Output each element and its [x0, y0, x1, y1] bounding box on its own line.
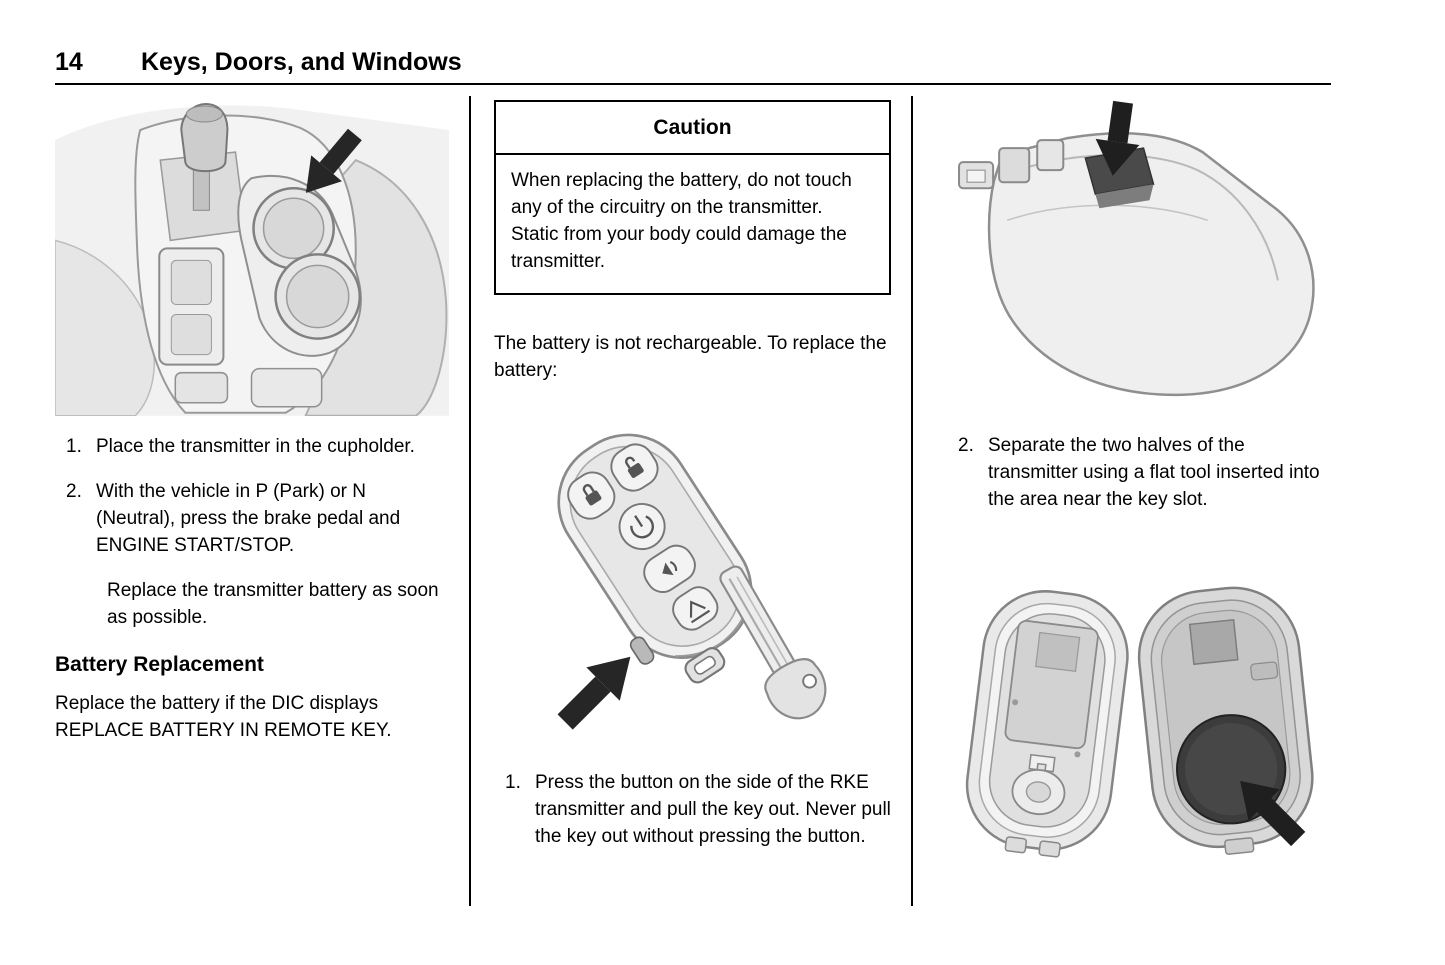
middle-column: Caution When replacing the battery, do n…: [494, 100, 891, 869]
caution-box: Caution When replacing the battery, do n…: [494, 100, 891, 295]
pointer-arrow-icon: [1240, 780, 1306, 846]
transmitter-halves-svg: [965, 586, 1314, 858]
middle-steps-list: 1. Press the button on the side of the R…: [494, 770, 891, 851]
page-number: 14: [55, 48, 83, 76]
rke-transmitter-illustration: [494, 409, 891, 752]
pointer-arrow-icon: [305, 128, 362, 193]
pointer-arrow-icon: [1095, 100, 1140, 176]
step-text: Separate the two halves of the transmitt…: [988, 434, 1320, 510]
caution-body: When replacing the battery, do not touch…: [511, 169, 852, 272]
list-item: 2. Separate the two halves of the transm…: [947, 433, 1333, 514]
list-item: 1. Place the transmitter in the cupholde…: [55, 434, 449, 461]
caution-title: Caution: [496, 102, 889, 155]
step-continuation: Replace the transmitter battery as soon …: [107, 579, 439, 628]
step-text: With the vehicle in P (Park) or N (Neutr…: [96, 480, 401, 556]
section-heading: Battery Replacement: [55, 652, 264, 676]
page-title: Keys, Doors, and Windows: [141, 48, 462, 76]
step-text: Press the button on the side of the RKE …: [535, 771, 891, 847]
console-cupholder-illustration: [55, 100, 449, 416]
step-number: 2.: [66, 480, 82, 502]
right-steps-list: 2. Separate the two halves of the transm…: [947, 433, 1333, 514]
column-divider-right: [911, 96, 913, 906]
transmitter-shell-illustration: [947, 100, 1333, 411]
body-paragraph: Replace the battery if the DIC displays …: [55, 693, 392, 742]
left-steps-list: 1. Place the transmitter in the cupholde…: [55, 434, 449, 632]
right-column: 2. Separate the two halves of the transm…: [947, 100, 1333, 867]
left-column: 1. Place the transmitter in the cupholde…: [55, 100, 449, 757]
header-rule: [55, 83, 1331, 85]
transmitter-shell-svg: [958, 100, 1315, 397]
list-item: 1. Press the button on the side of the R…: [494, 770, 891, 851]
transmitter-halves-illustration: [947, 572, 1333, 868]
column-divider-left: [469, 96, 471, 906]
list-item: 2. With the vehicle in P (Park) or N (Ne…: [55, 479, 449, 560]
step-text: Place the transmitter in the cupholder.: [96, 435, 415, 457]
body-paragraph: The battery is not rechargeable. To repl…: [494, 332, 887, 381]
step-number: 1.: [66, 435, 82, 457]
pointer-arrow-icon: [557, 656, 631, 730]
console-cupholder-svg: [55, 103, 449, 416]
step-number: 1.: [505, 771, 521, 793]
rke-transmitter-svg: [557, 433, 827, 730]
step-number: 2.: [958, 434, 974, 456]
